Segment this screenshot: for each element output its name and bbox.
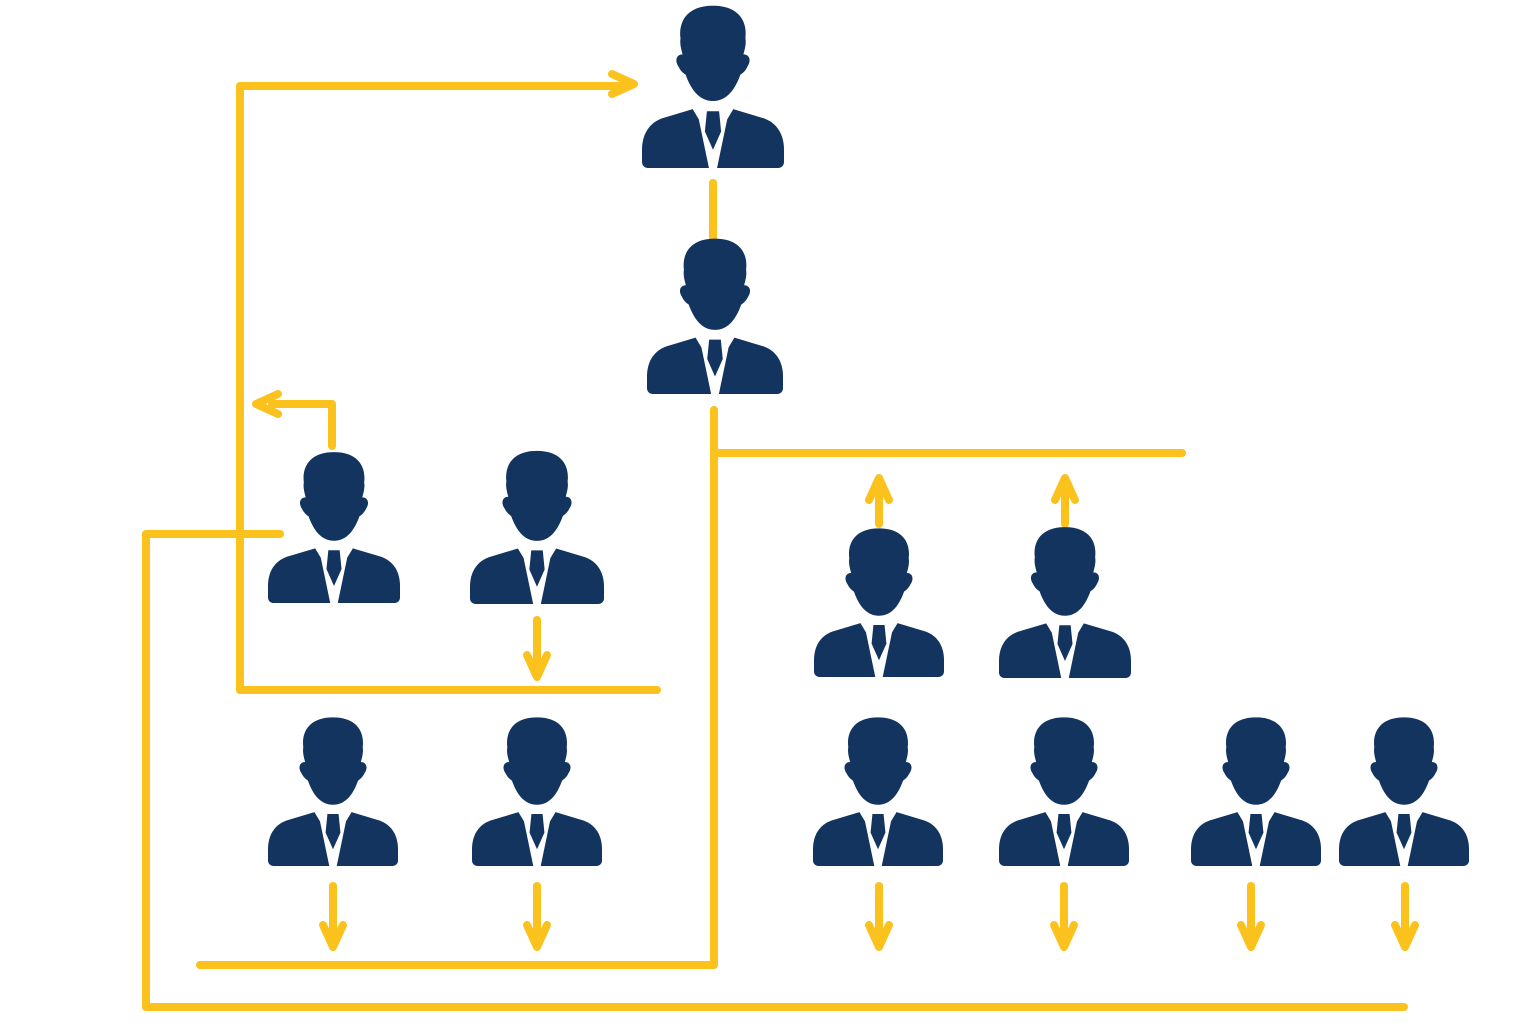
arrow-icon [1051,474,1079,504]
line-left-upper-return [268,400,336,450]
person-icon [814,528,944,677]
person-icon [470,450,604,604]
line-top-left-bracket [236,82,626,694]
person-icon [472,717,602,866]
person-icon [268,452,400,604]
people-layer [268,5,1469,866]
arrow-icon [252,390,282,418]
connector-lines [142,82,1409,1011]
person-icon [813,717,943,866]
arrow-icon [523,921,551,951]
person-icon [999,527,1131,679]
arrow-icon [523,651,551,681]
line-trunk [196,406,718,969]
arrow-icon [608,70,638,98]
person-icon [1339,717,1469,866]
arrows-layer [252,70,1419,951]
arrow-icon [1050,921,1078,951]
person-icon [268,717,398,866]
arrow-icon [1237,921,1265,951]
person-icon [1191,717,1321,866]
person-icon [642,5,784,169]
person-icon [647,238,783,395]
arrow-icon [865,474,893,504]
arrow-icon [319,921,347,951]
arrow-icon [1391,921,1419,951]
line-left-upper-branch [142,530,1408,1011]
person-icon [999,717,1129,866]
arrow-icon [865,921,893,951]
